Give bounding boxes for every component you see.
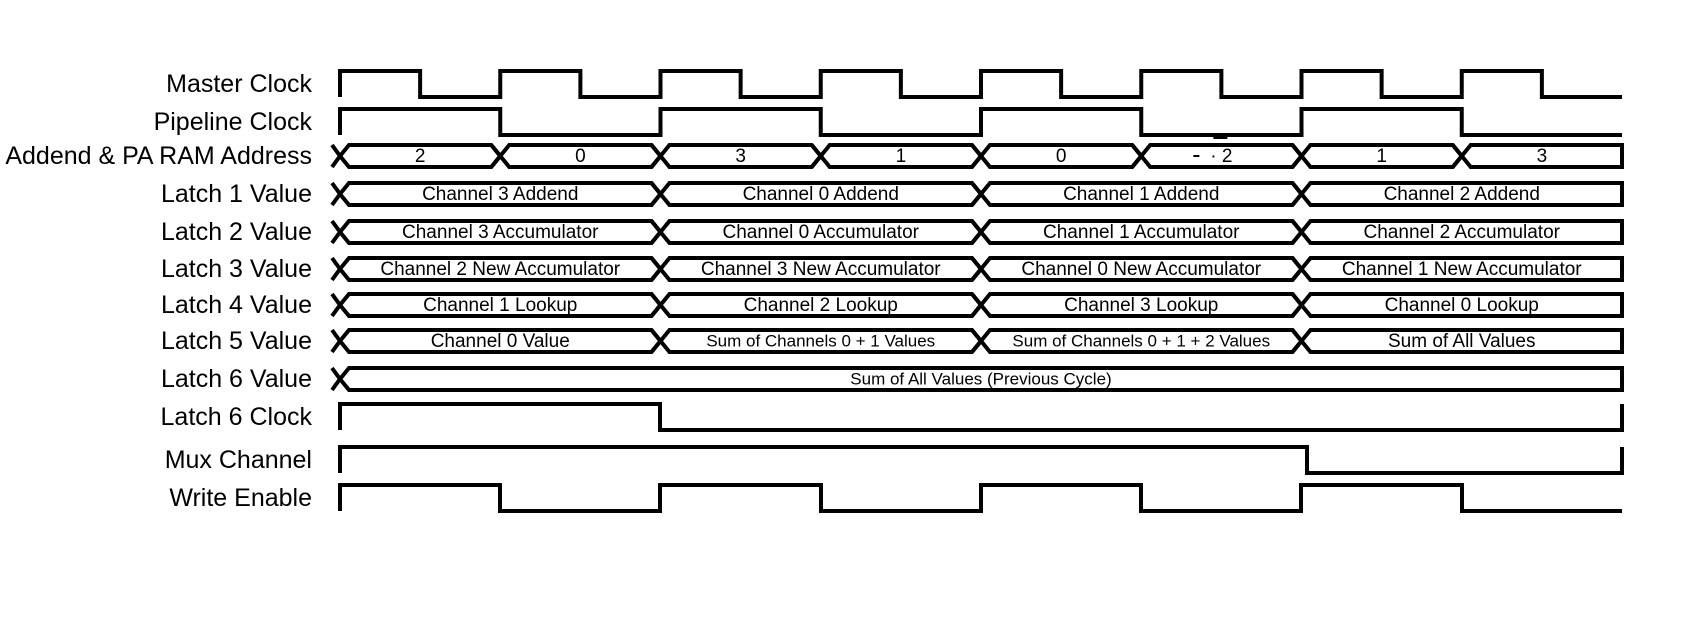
bus-segment-label: Channel 3 Lookup [1064, 295, 1218, 316]
bus-segment-label: Channel 2 Lookup [744, 295, 898, 316]
bus-segment [337, 366, 1624, 392]
bus-segment-label: Sum of Channels 0 + 1 Values [706, 331, 935, 350]
row-label-addend-pa-ram-address: Addend & PA RAM Address [5, 142, 312, 170]
bus-start-crossing [330, 328, 343, 354]
waveform-write-enable [338, 483, 1622, 513]
waveform-latch-1-value: Channel 3 Addend Channel 0 Addend Channel … [330, 181, 1624, 207]
bus-segment [1298, 181, 1624, 207]
render-artifact-dash [1193, 155, 1200, 157]
bus-segment-label: Channel 1 Lookup [423, 295, 577, 316]
bus-segment-label: Channel 0 Lookup [1385, 295, 1539, 316]
bus-segment-label: · 2 [1210, 146, 1232, 167]
bus-segment-label: Channel 2 Accumulator [1364, 222, 1561, 243]
bus-segment-label: 1 [1376, 146, 1387, 167]
bus-segment-label: 1 [896, 146, 907, 167]
bus-segment-label: 0 [575, 146, 586, 167]
bus-segment-label: Channel 0 Addend [743, 184, 899, 205]
bus-segment-label: 2 [415, 146, 426, 167]
waveform-latch-6-value: Sum of All Values (Previous Cycle) [330, 366, 1624, 392]
bus-segment [1298, 328, 1624, 354]
waveform-latch-6-clock [338, 402, 1624, 432]
waveform-addend-pa-ram-address: 2 0 3 1 0 · 2 1 3 [330, 136, 1624, 169]
bus-start-crossing [330, 366, 343, 392]
waveform-pipeline-clock [338, 107, 1622, 137]
bus-segment-label: Channel 3 New Accumulator [701, 259, 941, 280]
waveform-master-clock [338, 69, 1622, 99]
bus-segment-label: Channel 0 New Accumulator [1021, 259, 1261, 280]
waveform-latch-3-value: Channel 2 New Accumulator Channel 3 New A… [330, 256, 1624, 282]
waveform-latch-2-value: Channel 3 Accumulator Channel 0 Accumulat… [330, 219, 1624, 245]
row-label-latch-6-value: Latch 6 Value [160, 365, 312, 393]
bus-segment-label: Channel 1 Accumulator [1043, 222, 1240, 243]
bus-segment-label: 3 [735, 146, 746, 167]
row-label-latch-4-value: Latch 4 Value [160, 291, 312, 319]
waveform-latch-4-value: Channel 1 Lookup Channel 2 Lookup Channel … [330, 292, 1624, 318]
bus-start-crossing [330, 256, 343, 282]
bus-start-crossing [330, 181, 343, 207]
bus-segment-label: Channel 3 Accumulator [402, 222, 599, 243]
bus-segment-label: 3 [1537, 146, 1548, 167]
bus-start-crossing [330, 219, 343, 245]
bus-segment [1298, 256, 1624, 282]
bus-segment-label: Channel 0 Accumulator [723, 222, 920, 243]
bus-segment [1459, 143, 1624, 169]
row-label-latch-3-value: Latch 3 Value [160, 255, 312, 283]
row-label-latch-1-value: Latch 1 Value [160, 180, 312, 208]
bus-segment-label: 0 [1056, 146, 1067, 167]
bus-segment-label: Sum of All Values (Previous Cycle) [850, 369, 1111, 388]
bus-segment-label: Sum of Channels 0 + 1 + 2 Values [1012, 331, 1270, 350]
waveform-mux-channel [338, 445, 1624, 475]
bus-segment-label: Channel 2 Addend [1384, 184, 1540, 205]
row-label-latch-2-value: Latch 2 Value [160, 218, 312, 246]
bus-start-crossing [330, 143, 343, 169]
bus-segment-label: Channel 2 New Accumulator [380, 259, 620, 280]
row-label-write-enable: Write Enable [169, 484, 312, 512]
row-label-master-clock: Master Clock [166, 70, 312, 98]
bus-segment-label: Channel 0 Value [431, 331, 570, 352]
render-artifact-smudge [1213, 136, 1228, 139]
bus-segment-label: Channel 1 Addend [1063, 184, 1219, 205]
row-label-latch-5-value: Latch 5 Value [160, 327, 312, 355]
bus-segment-label: Sum of All Values [1388, 331, 1536, 352]
row-label-pipeline-clock: Pipeline Clock [153, 108, 312, 136]
bus-segment [1298, 292, 1624, 318]
bus-segment-label: Channel 1 New Accumulator [1342, 259, 1582, 280]
bus-segment [1298, 219, 1624, 245]
row-label-latch-6-clock: Latch 6 Clock [160, 403, 312, 431]
bus-start-crossing [330, 292, 343, 318]
row-label-mux-channel: Mux Channel [164, 446, 312, 474]
waveform-latch-5-value: Channel 0 Value Sum of Channels 0 + 1 Val… [330, 328, 1624, 354]
bus-segment-label: Channel 3 Addend [422, 184, 578, 205]
